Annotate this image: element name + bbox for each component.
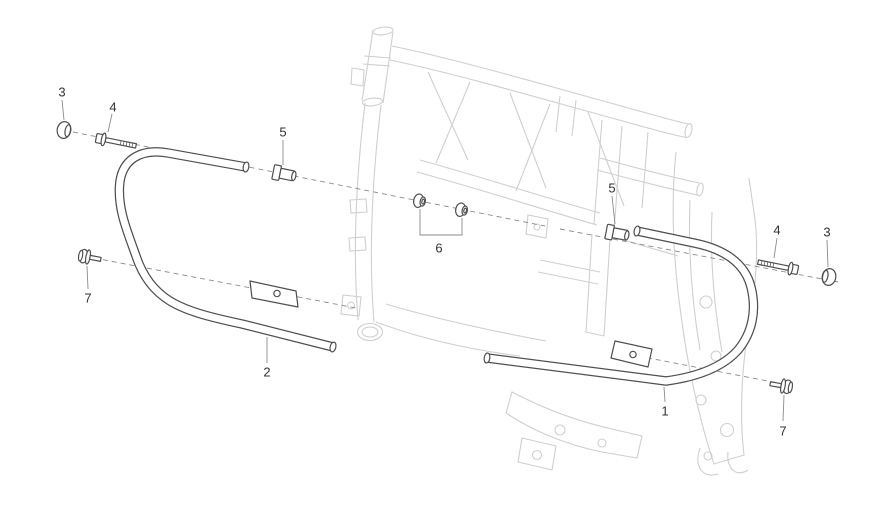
callout-label-3-right: 3 [823, 225, 830, 240]
tube-end-cap [329, 341, 337, 353]
part-1-crashbar-right [483, 225, 754, 381]
part-6-nut-front [411, 192, 428, 210]
callout-label-4-right: 4 [773, 223, 780, 238]
leader-line-1 [663, 386, 666, 403]
leader-line-4-left [107, 113, 113, 133]
leader-line-4-right [773, 237, 778, 259]
callout-label-3-left: 3 [58, 85, 65, 100]
callout-label-5-left: 5 [279, 125, 286, 140]
callout-label-7-right: 7 [779, 424, 786, 439]
callouts-layer: 3 4 5 5 6 4 3 7 7 2 1 [58, 85, 830, 439]
leader-line-3-right [826, 239, 829, 268]
part-3-cap-left [55, 119, 73, 141]
main-axis-left [72, 131, 546, 227]
callout-label-6: 6 [435, 241, 442, 256]
part-2-crashbar-left [119, 152, 337, 353]
part-7-bolt-left [76, 247, 103, 268]
part-4-bolt-right [756, 255, 800, 277]
part-7-bolt-right [768, 376, 795, 396]
leader-line-7-right [782, 394, 785, 422]
callout-label-2: 2 [263, 365, 270, 380]
bolt7-right-axis [637, 355, 779, 384]
motorcycle-frame-artwork [340, 26, 758, 476]
part-5-spacer-left [271, 163, 298, 185]
part-4-bolt-left [94, 131, 138, 153]
leader-line-3-left [61, 99, 65, 121]
part-3-cap-right [820, 266, 838, 288]
callout-label-5-right: 5 [608, 181, 615, 196]
leader-line-7-left [86, 265, 89, 290]
callout-label-7-left: 7 [84, 291, 91, 306]
mounting-hole [273, 289, 281, 298]
tube-end-cap [242, 161, 250, 173]
bolt7-left-axis [93, 257, 357, 309]
leader-line-5-right [611, 195, 616, 225]
callout-label-1: 1 [661, 404, 668, 419]
mounting-hole [629, 350, 637, 359]
tube-end-cap [633, 225, 641, 237]
part-6-nut-rear [453, 201, 470, 219]
callout-label-4-left: 4 [109, 100, 116, 115]
leader-line-6 [419, 209, 463, 236]
tube-end-cap [483, 352, 491, 364]
